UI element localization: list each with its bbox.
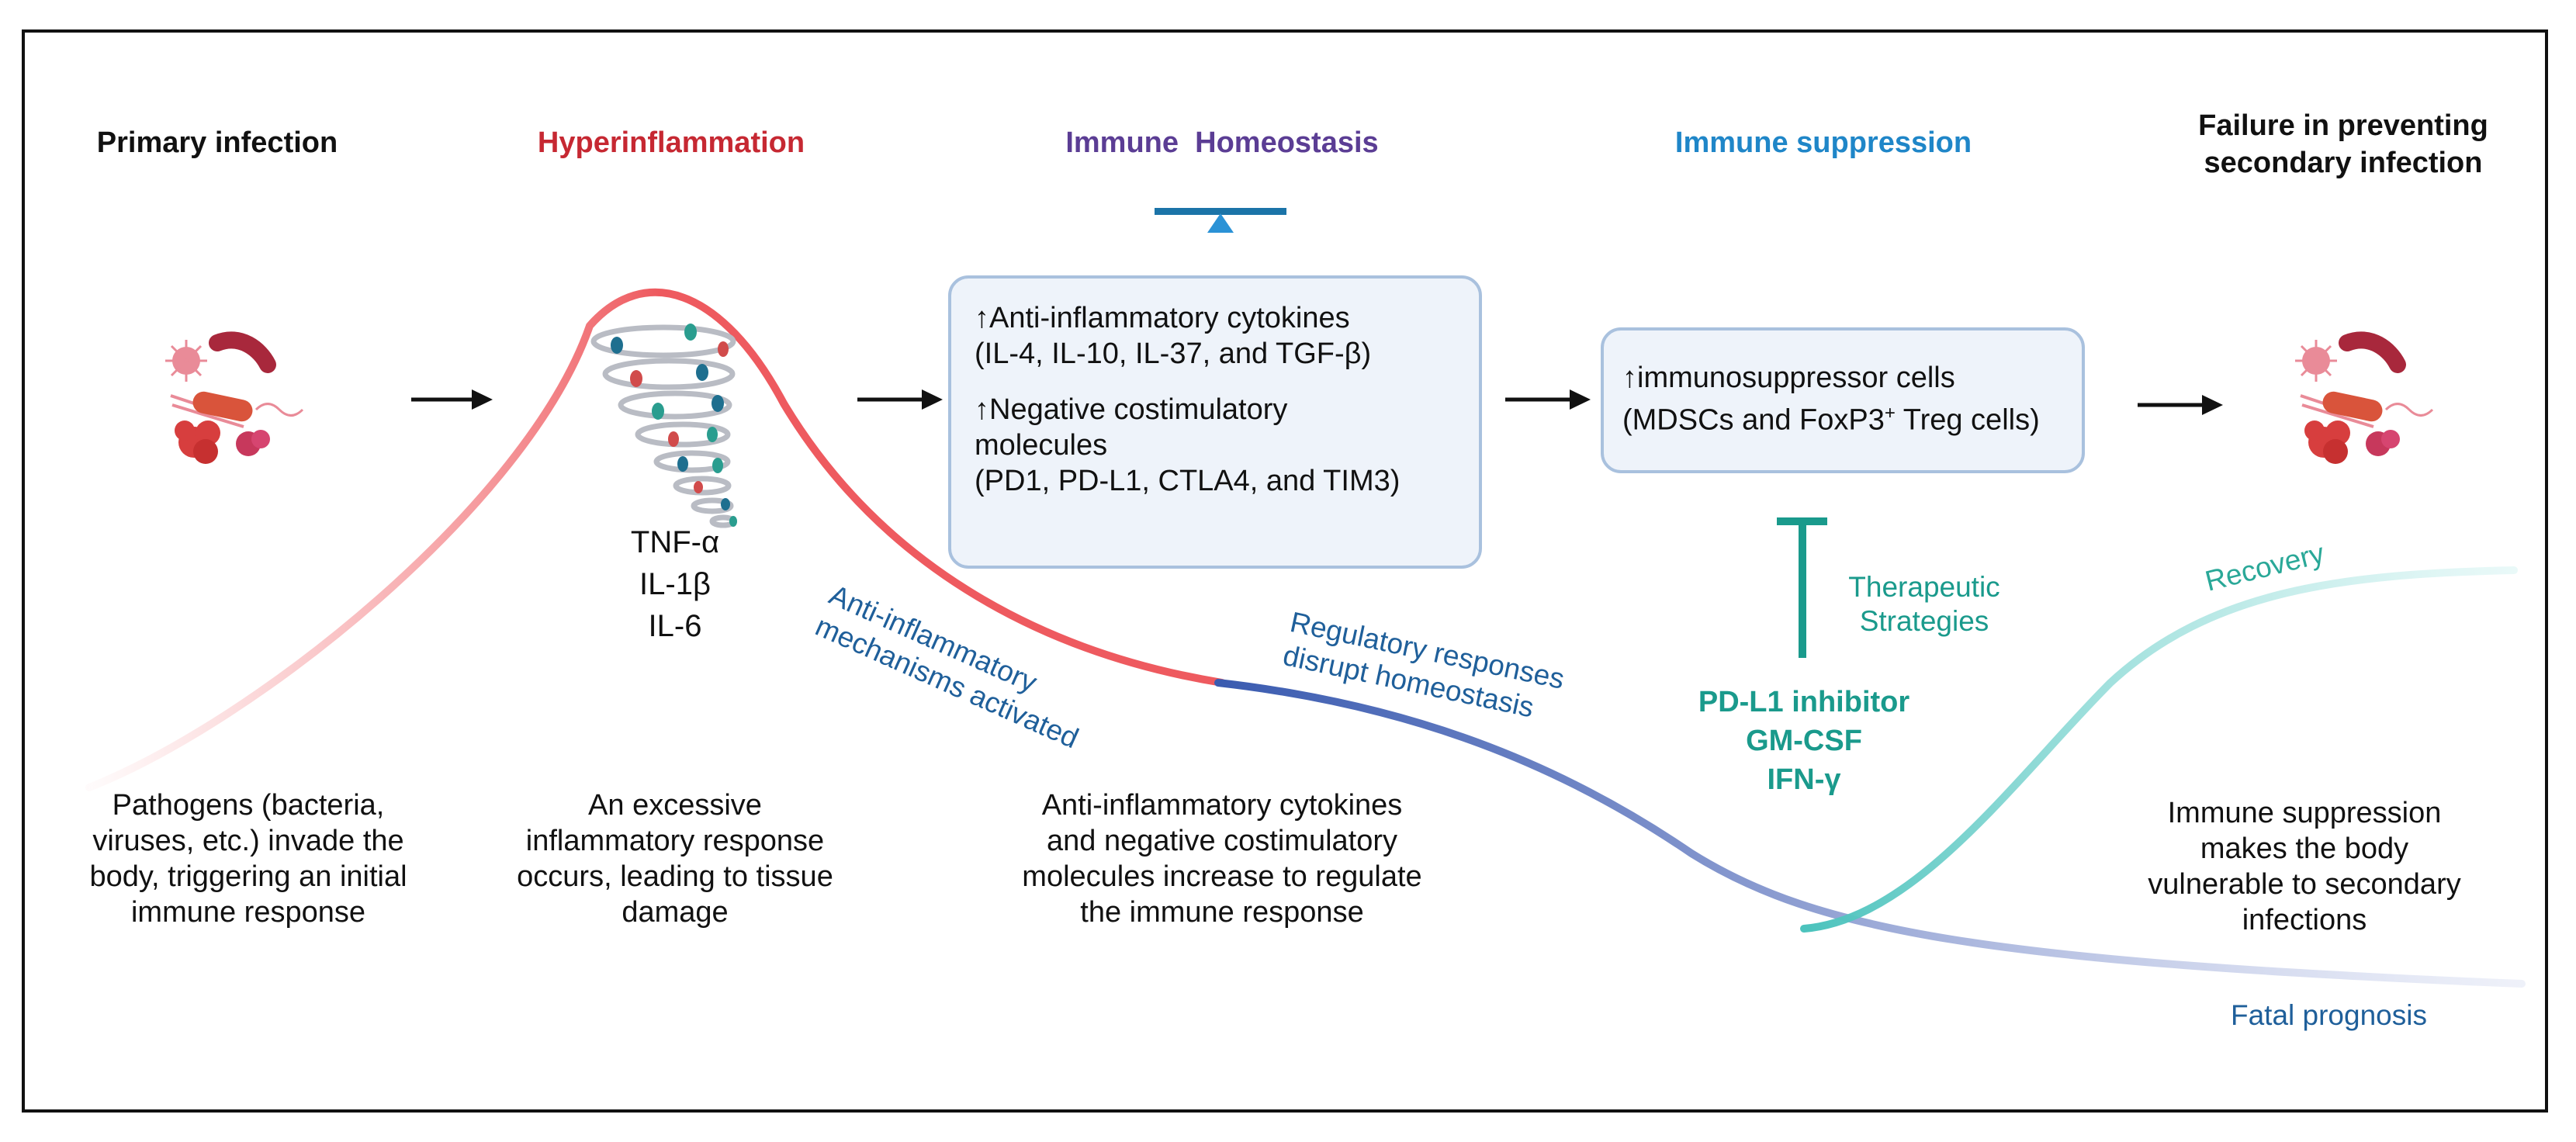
arrow-suppression-to-failure [2138, 395, 2223, 415]
desc-failure-4: infections [2242, 904, 2367, 936]
desc-primary-2: viruses, etc.) invade the [92, 825, 404, 857]
regulatory-decline-curve [1214, 679, 2526, 988]
cytokine-storm-icon [590, 324, 737, 528]
cytokine-list: TNF-α IL-1β IL-6 [605, 521, 745, 647]
description-homeostasis: Anti-inflammatory cytokines and negative… [985, 787, 1459, 930]
homeo-line4: molecules [975, 429, 1108, 462]
cytokine-dots [611, 324, 737, 527]
pathogens-icon [165, 331, 304, 464]
stage-title-failure-line2: secondary infection [2204, 147, 2483, 179]
stage-title-homeostasis: Immune Homeostasis [1065, 126, 1379, 159]
description-failure: Immune suppression makes the body vulner… [2110, 795, 2498, 938]
description-hyper: An excessive inflammatory response occur… [489, 787, 861, 930]
homeo-line5: (PD1, PD-L1, CTLA4, and TIM3) [975, 465, 1401, 497]
homeo-line3: ↑Negative costimulatory [975, 393, 1288, 426]
arrow-homeo-to-suppression [1505, 389, 1591, 410]
drug-gm-csf: GM-CSF [1746, 725, 1862, 757]
supp-line1: ↑immunosuppressor cells [1622, 362, 1955, 394]
desc-primary-3: body, triggering an initial [89, 860, 407, 893]
supp-line2: (MDSCs and FoxP3+ Treg cells) [1622, 396, 2066, 438]
desc-failure-1: Immune suppression [2167, 797, 2442, 829]
desc-hyper-4: damage [621, 896, 729, 929]
therapy-drug-list: PD-L1 inhibitor GM-CSF IFN-γ [1660, 683, 1948, 799]
stage-title-hyperinflammation: Hyperinflammation [537, 126, 805, 159]
supp-line2-sup: + [1884, 403, 1896, 424]
arrow-primary-to-hyper [411, 389, 493, 410]
homeo-line1: ↑Anti-inflammatory cytokines [975, 302, 1350, 334]
cytokine-tnf: TNF-α [630, 525, 720, 559]
desc-homeo-3: molecules increase to regulate [1022, 860, 1422, 893]
desc-homeo-1: Anti-inflammatory cytokines [1041, 789, 1403, 822]
stage-title-failure: Failure in preventing secondary infectio… [2165, 107, 2522, 182]
pathogens-icon-right [2295, 331, 2434, 464]
fatal-prognosis-label: Fatal prognosis [2231, 999, 2427, 1031]
desc-hyper-2: inflammatory response [525, 825, 825, 857]
therapy-line2: Strategies [1859, 605, 1989, 637]
cytokine-il1b: IL-1β [639, 567, 711, 601]
supp-line2-pre: (MDSCs and FoxP3 [1622, 403, 1885, 437]
desc-hyper-3: occurs, leading to tissue [517, 860, 833, 893]
stage-title-failure-line1: Failure in preventing [2198, 109, 2488, 142]
desc-hyper-1: An excessive [588, 789, 762, 822]
desc-homeo-4: the immune response [1080, 896, 1364, 929]
drug-pdl1-inhibitor: PD-L1 inhibitor [1698, 686, 1910, 718]
recovery-curve [1800, 566, 2518, 933]
stage-title-primary: Primary infection [96, 126, 338, 159]
stage-title-suppression: Immune suppression [1674, 126, 1972, 159]
suppression-box: ↑immunosuppressor cells (MDSCs and FoxP3… [1601, 327, 2085, 473]
cytokine-il6: IL-6 [648, 609, 702, 643]
homeostasis-box: ↑Anti-inflammatory cytokines (IL-4, IL-1… [948, 275, 1482, 569]
desc-primary-4: immune response [130, 896, 366, 929]
balance-scale-icon [1155, 208, 1286, 233]
desc-primary-1: Pathogens (bacteria, [112, 789, 385, 822]
therapy-line1: Therapeutic [1848, 571, 2000, 603]
figure-frame [22, 29, 2548, 1113]
description-primary: Pathogens (bacteria, viruses, etc.) inva… [62, 787, 435, 930]
arrow-hyper-to-homeo [857, 389, 943, 410]
rising-inflammation-curve [85, 288, 1226, 791]
homeo-line2: (IL-4, IL-10, IL-37, and TGF-β) [975, 337, 1372, 370]
desc-failure-3: vulnerable to secondary [2148, 868, 2461, 901]
therapeutic-strategies-label: Therapeutic Strategies [1808, 570, 2041, 638]
drug-ifn-gamma: IFN-γ [1767, 763, 1841, 796]
supp-line2-post: Treg cells) [1895, 403, 2040, 437]
inhibition-tbar-icon [1777, 517, 1827, 658]
desc-homeo-2: and negative costimulatory [1046, 825, 1398, 857]
desc-failure-2: makes the body [2200, 832, 2409, 865]
